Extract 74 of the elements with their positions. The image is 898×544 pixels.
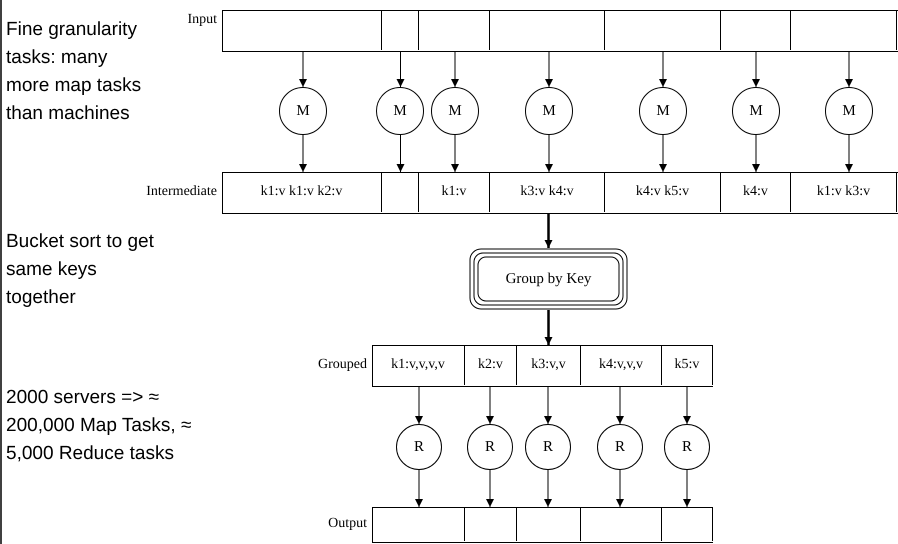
key-value-text: k3:v k4:v [520, 184, 574, 200]
task-circle [597, 424, 643, 470]
arrow [683, 470, 691, 508]
arrow [616, 386, 624, 424]
row-label: Input [187, 12, 217, 28]
key-value-text: k4:v [743, 184, 768, 200]
task-label: M [296, 102, 310, 120]
task-circle [825, 87, 873, 135]
task-circle [431, 87, 479, 135]
note-text: 2000 servers => ≈ 200,000 Map Tasks, ≈ 5,000 Reduce tasks [6, 386, 192, 466]
table-row [372, 345, 713, 387]
note-text: Bucket sort to get same keys together [6, 230, 155, 310]
key-value-text: k1:v k3:v [816, 184, 870, 200]
arrow [752, 134, 760, 172]
arrow [451, 134, 459, 172]
key-value-text: k1:v k1:v k2:v [260, 184, 342, 200]
arrow [845, 134, 853, 172]
task-label: R [484, 438, 495, 456]
task-label: M [393, 102, 407, 120]
task-label: M [842, 102, 856, 120]
process-box [469, 248, 628, 310]
row-label: Intermediate [146, 184, 217, 200]
task-label: R [414, 438, 424, 456]
note-text: Fine granularity tasks: many more map tasks than machines [6, 18, 142, 126]
task-circle [279, 87, 327, 135]
arrow [486, 470, 494, 508]
box-label: Group by Key [506, 270, 592, 288]
arrow [845, 52, 853, 88]
task-circle [467, 424, 513, 470]
arrow [659, 134, 667, 172]
arrow [544, 310, 552, 345]
arrow [683, 386, 691, 424]
task-label: M [749, 102, 763, 120]
table-row [372, 507, 713, 543]
arrow [544, 470, 552, 508]
task-circle [525, 424, 571, 470]
arrow [486, 386, 494, 424]
arrow [544, 386, 552, 424]
task-circle [664, 424, 710, 470]
arrow [451, 52, 459, 88]
arrow [396, 134, 404, 172]
arrow [415, 386, 423, 424]
arrow [299, 52, 307, 88]
arrow [545, 52, 553, 88]
arrow [752, 52, 760, 88]
arrow [415, 470, 423, 508]
task-circle [396, 424, 442, 470]
arrow [659, 52, 667, 88]
key-value-text: k4:v,v,v [598, 357, 644, 373]
arrow [545, 134, 553, 172]
row-label: Output [328, 516, 367, 532]
task-label: M [448, 102, 462, 120]
arrow [616, 470, 624, 508]
table-row [222, 10, 898, 52]
task-label: M [656, 102, 670, 120]
task-label: R [542, 438, 553, 456]
task-label: R [682, 438, 692, 456]
task-label: R [614, 438, 625, 456]
arrow [299, 134, 307, 172]
task-circle [732, 87, 780, 135]
task-circle [376, 87, 424, 135]
table-row [222, 172, 898, 214]
row-label: Grouped [318, 357, 367, 373]
key-value-text: k2:v [478, 357, 503, 373]
task-circle [525, 87, 573, 135]
key-value-text: k5:v [674, 357, 700, 373]
key-value-text: k1:v,v,v,v [391, 357, 445, 373]
arrow [396, 52, 404, 88]
key-value-text: k4:v k5:v [636, 184, 690, 200]
task-label: M [542, 102, 556, 120]
key-value-text: k3:v,v [531, 357, 566, 373]
task-circle [639, 87, 687, 135]
arrow [544, 214, 552, 248]
key-value-text: k1:v [442, 184, 466, 200]
